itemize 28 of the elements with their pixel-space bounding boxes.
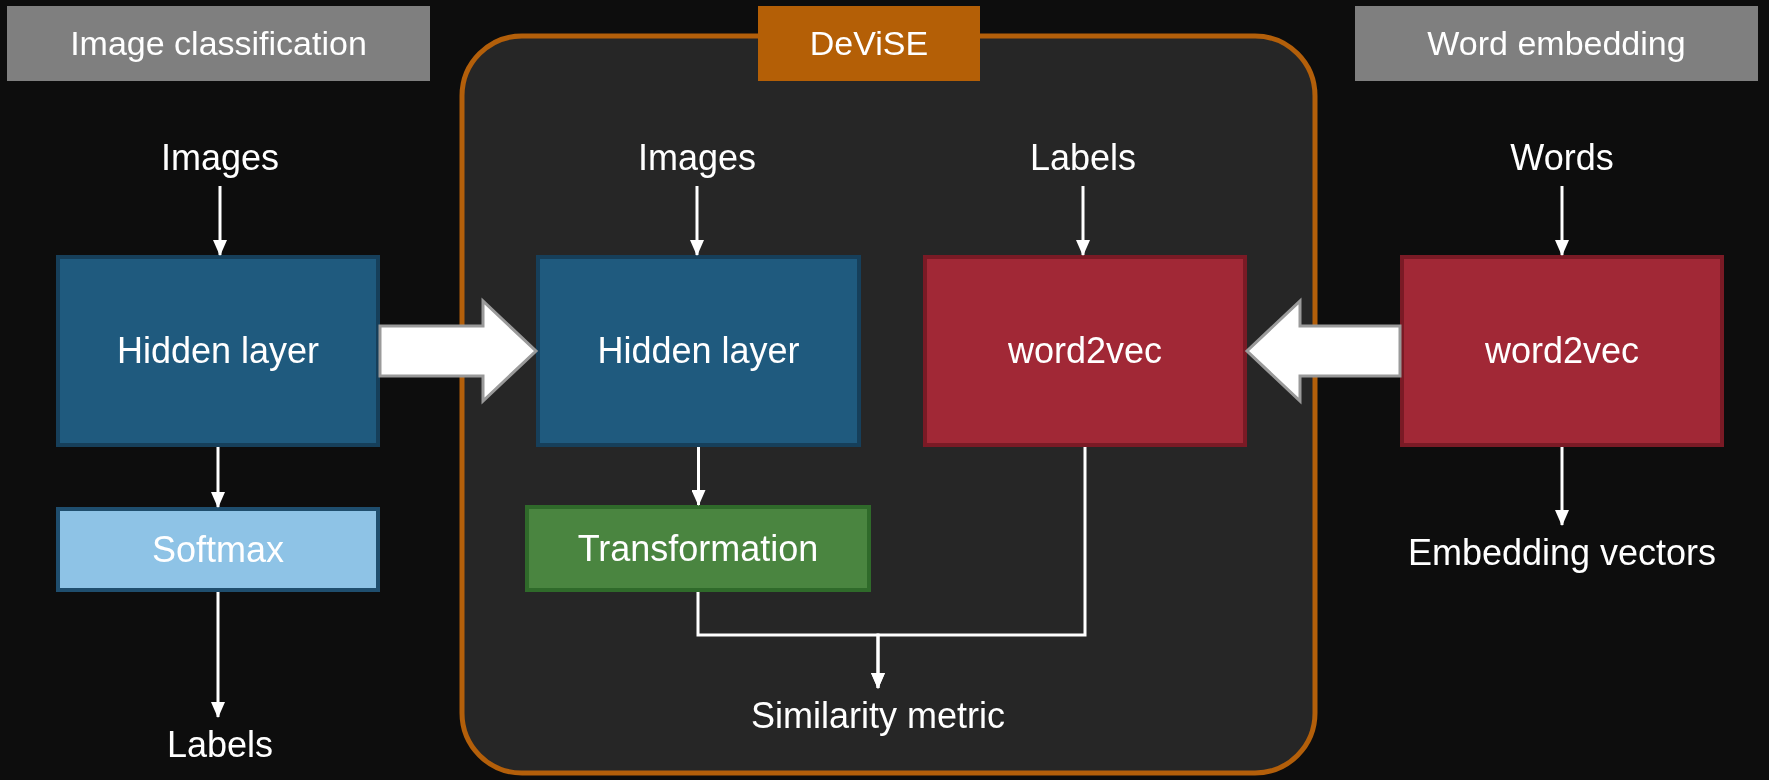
- node-label: Similarity metric: [718, 688, 1038, 744]
- arrow: [213, 186, 227, 256]
- arrow: [1555, 447, 1569, 526]
- arrow: [691, 447, 706, 506]
- arrow: [211, 592, 225, 718]
- block-arrow: [378, 297, 539, 405]
- group-panel: [459, 6, 1318, 776]
- title-box: Word embedding: [1355, 6, 1758, 81]
- process-box: Hidden layer: [536, 255, 861, 447]
- block-arrow: [1244, 297, 1402, 405]
- arrow: [211, 447, 225, 508]
- node-label: Labels: [120, 717, 320, 773]
- node-label: Labels: [983, 130, 1183, 186]
- arrow: [1555, 186, 1569, 256]
- process-box: Softmax: [56, 507, 380, 592]
- arrow: [1076, 186, 1090, 256]
- heading-tab: DeViSE: [758, 6, 980, 81]
- arrow: [690, 186, 704, 256]
- title-box: Image classification: [7, 6, 430, 81]
- arrow: [871, 447, 1087, 689]
- process-box: Hidden layer: [56, 255, 380, 447]
- node-label: Images: [120, 130, 320, 186]
- process-box: word2vec: [923, 255, 1247, 447]
- process-box: word2vec: [1400, 255, 1724, 447]
- node-label: Words: [1462, 130, 1662, 186]
- node-label: Images: [597, 130, 797, 186]
- process-box: Transformation: [525, 505, 871, 592]
- node-label: Embedding vectors: [1362, 525, 1762, 581]
